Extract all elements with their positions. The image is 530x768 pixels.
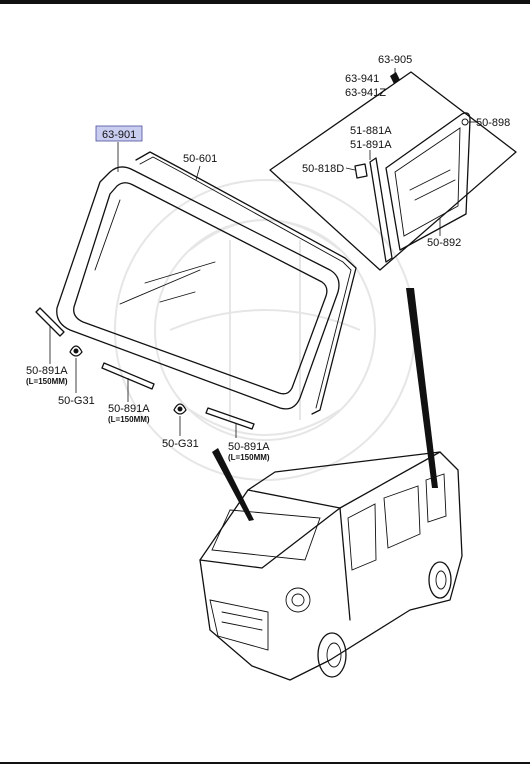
van-illustration (199, 451, 463, 681)
clip-898 (461, 118, 476, 126)
highlight-box (95, 125, 143, 142)
label-molding-right[interactable]: 50-891A (228, 441, 270, 453)
leader-50-601 (195, 165, 201, 181)
molding-right (205, 407, 255, 438)
label-fastener-left[interactable]: 50-G31 (58, 395, 95, 407)
watermark-seal (114, 179, 416, 481)
label-50-818d[interactable]: 50-818D (302, 163, 344, 175)
label-molding-middle[interactable]: 50-891A (108, 403, 150, 415)
label-windshield-seal[interactable]: 50-601 (183, 153, 217, 165)
arrow-windshield (212, 448, 254, 521)
windshield-glass[interactable] (56, 166, 340, 410)
arrow-quarter-window (406, 288, 438, 488)
label-molding-middle-length: (L=150MM) (108, 415, 150, 424)
molding-left (35, 307, 65, 364)
label-fastener-middle[interactable]: 50-G31 (162, 438, 199, 450)
label-51-881a[interactable]: 51-881A (350, 125, 392, 137)
top-border (0, 0, 530, 4)
molding-middle (101, 362, 155, 402)
quarter-window-glass[interactable] (385, 112, 471, 251)
label-molding-left-length: (L=150MM) (26, 377, 68, 386)
label-molding-right-length: (L=150MM) (228, 453, 270, 462)
label-50-892[interactable]: 50-892 (427, 237, 461, 249)
label-windshield-glass[interactable]: 63-901 (102, 129, 136, 141)
fastener-middle (173, 403, 187, 436)
label-51-891a[interactable]: 51-891A (350, 139, 392, 151)
quarter-window-panel (269, 71, 517, 271)
label-50-898[interactable]: 50-898 (476, 117, 510, 129)
label-clip-63-905[interactable]: 63-905 (378, 54, 412, 66)
label-63-941z[interactable]: 63-941Z (345, 87, 386, 99)
clip-905 (390, 68, 400, 84)
clip-818d (345, 163, 368, 179)
quarter-molding-strip (369, 157, 393, 263)
label-molding-left[interactable]: 50-891A (26, 365, 68, 377)
windshield-seal (135, 151, 357, 415)
bottom-border (0, 762, 530, 764)
label-63-941[interactable]: 63-941 (345, 73, 379, 85)
fastener-left (69, 345, 83, 393)
